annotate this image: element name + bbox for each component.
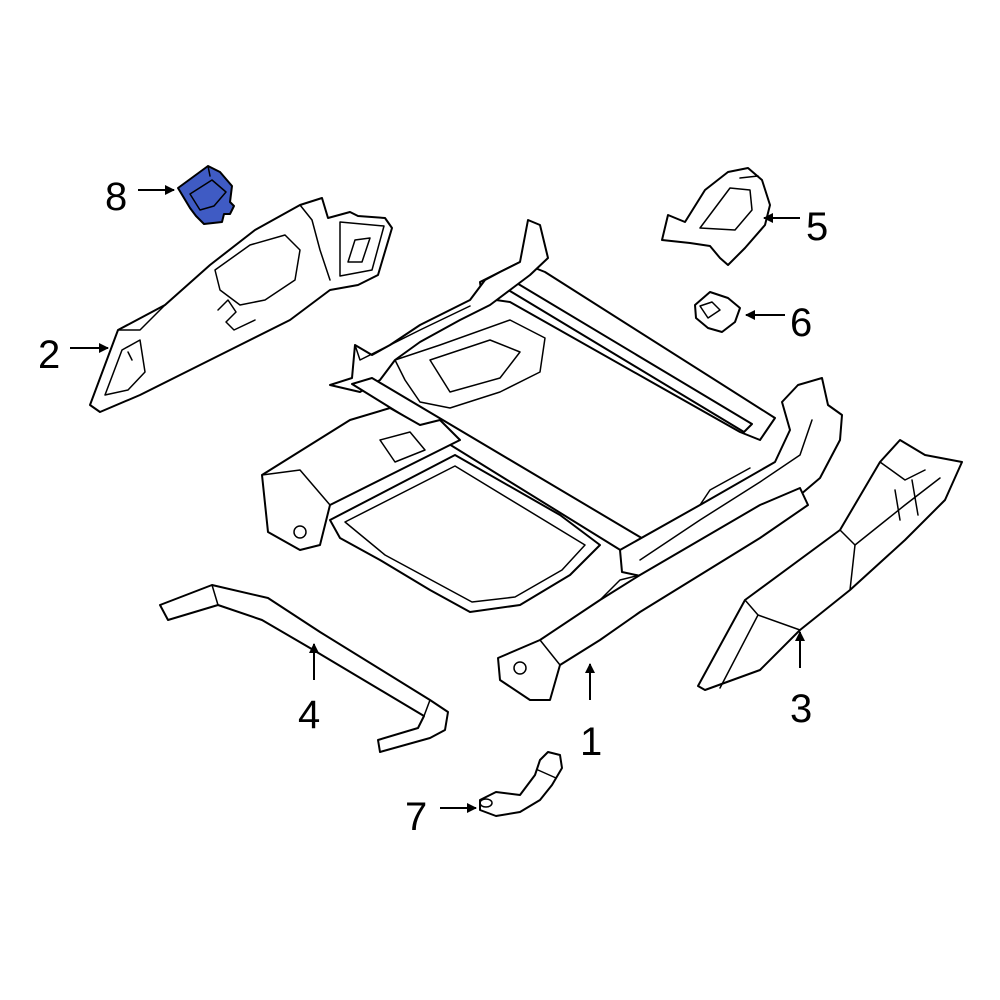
callout-6[interactable]: 6 <box>790 301 812 345</box>
part-4-rod[interactable] <box>159 584 449 753</box>
part-5-bracket[interactable] <box>661 167 771 266</box>
part-1-seat-frame[interactable] <box>261 219 843 701</box>
callout-2[interactable]: 2 <box>38 333 60 377</box>
callout-labels: 8 2 5 6 4 1 3 7 <box>38 175 828 839</box>
callout-8[interactable]: 8 <box>105 175 127 219</box>
callout-1[interactable]: 1 <box>580 720 602 764</box>
part-8-highlighted[interactable] <box>177 165 235 225</box>
callout-7[interactable]: 7 <box>405 795 427 839</box>
part-8-body <box>177 165 235 225</box>
callout-arrows <box>70 185 805 813</box>
callout-4[interactable]: 4 <box>298 693 320 737</box>
callout-5[interactable]: 5 <box>806 205 828 249</box>
part-7-strap[interactable] <box>479 751 563 817</box>
part-6-clip[interactable] <box>694 291 741 333</box>
part-2-side-panel[interactable] <box>89 197 393 413</box>
callout-3[interactable]: 3 <box>790 687 812 731</box>
part-3-side-cover[interactable] <box>697 439 963 691</box>
